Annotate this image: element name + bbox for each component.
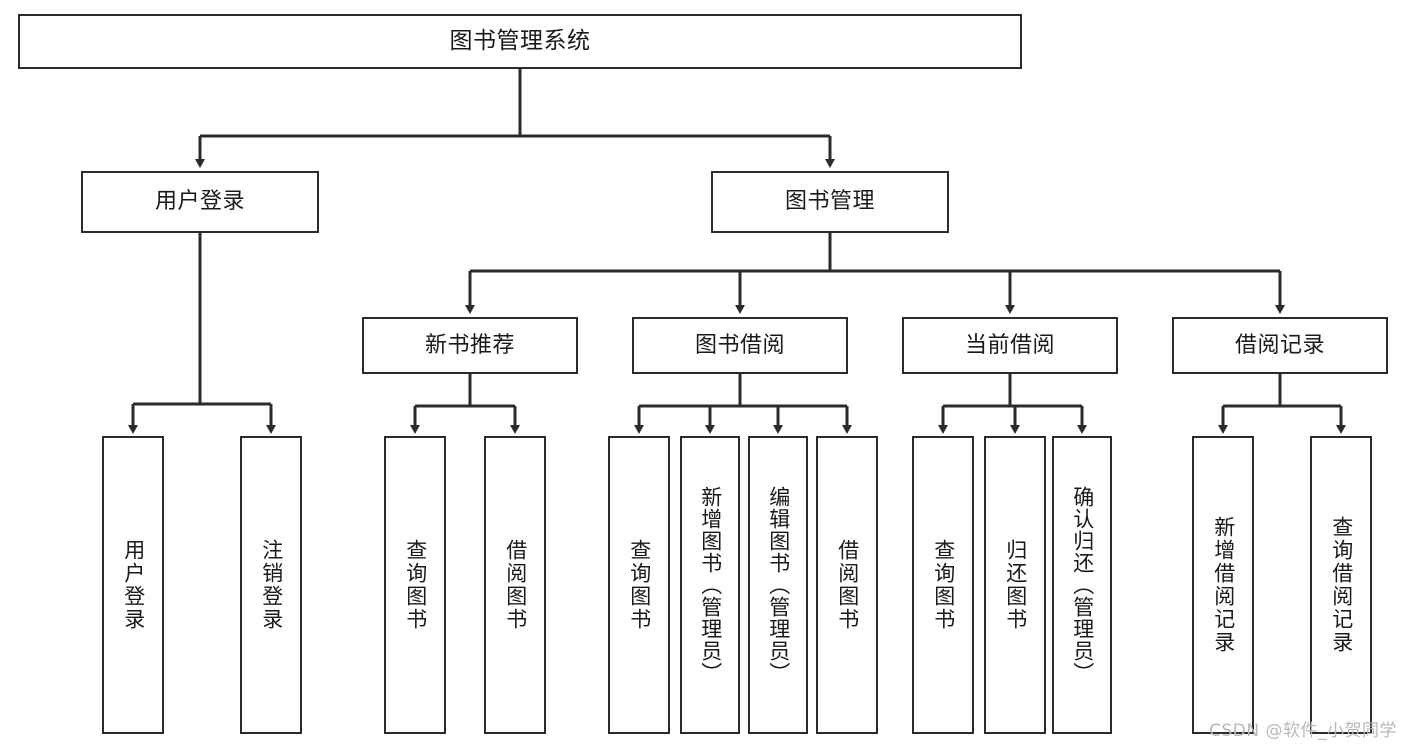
node-book-management-label: 图书管理 [784, 189, 875, 215]
node-root-book-management-system[interactable]: 图书管理系统 [18, 14, 1022, 69]
node-leaf-label: 查询图书 [403, 539, 428, 631]
node-user-login-label: 用户登录 [154, 189, 245, 215]
node-leaf-user-logout[interactable]: 注销登录 [240, 436, 302, 734]
node-book-borrowing-label: 图书借阅 [694, 332, 785, 358]
node-leaf-add-borrow-record[interactable]: 新增借阅记录 [1192, 436, 1254, 734]
node-current-borrowing-label: 当前借阅 [964, 332, 1055, 358]
node-leaf-cur-return-book[interactable]: 归还图书 [984, 436, 1046, 734]
node-leaf-label: 新增借阅记录 [1211, 516, 1236, 654]
node-leaf-label: 借阅图书 [503, 539, 528, 631]
node-leaf-brw-query-book[interactable]: 查询图书 [608, 436, 670, 734]
csdn-watermark: CSDN @软件_小贺同学 [1209, 721, 1397, 741]
node-leaf-rec-query-book[interactable]: 查询图书 [384, 436, 446, 734]
node-leaf-brw-borrow-book[interactable]: 借阅图书 [816, 436, 878, 734]
node-new-book-recommendation[interactable]: 新书推荐 [362, 317, 578, 374]
node-book-borrowing[interactable]: 图书借阅 [632, 317, 848, 374]
node-borrowing-records[interactable]: 借阅记录 [1172, 317, 1388, 374]
node-leaf-label: 归还图书 [1003, 539, 1028, 631]
node-leaf-label: 查询图书 [931, 539, 956, 631]
node-leaf-cur-query-book[interactable]: 查询图书 [912, 436, 974, 734]
node-leaf-label: 编辑图书（管理员） [766, 486, 791, 684]
node-leaf-label: 注销登录 [259, 539, 284, 631]
node-current-borrowing[interactable]: 当前借阅 [902, 317, 1118, 374]
node-user-login[interactable]: 用户登录 [81, 171, 319, 233]
node-leaf-query-borrow-record[interactable]: 查询借阅记录 [1310, 436, 1372, 734]
node-leaf-user-login-do[interactable]: 用户登录 [102, 436, 164, 734]
node-borrowing-records-label: 借阅记录 [1234, 332, 1325, 358]
node-leaf-label: 借阅图书 [835, 539, 860, 631]
node-leaf-brw-add-book-admin[interactable]: 新增图书（管理员） [680, 436, 740, 734]
node-root-label: 图书管理系统 [449, 28, 591, 55]
node-leaf-label: 查询借阅记录 [1329, 516, 1354, 654]
node-leaf-label: 用户登录 [121, 539, 146, 631]
node-leaf-label: 确认归还（管理员） [1070, 486, 1095, 684]
node-leaf-brw-edit-book-admin[interactable]: 编辑图书（管理员） [748, 436, 808, 734]
node-book-management[interactable]: 图书管理 [711, 171, 949, 233]
node-leaf-rec-borrow-book[interactable]: 借阅图书 [484, 436, 546, 734]
node-new-book-recommendation-label: 新书推荐 [424, 332, 515, 358]
node-leaf-cur-confirm-return-admin[interactable]: 确认归还（管理员） [1052, 436, 1112, 734]
node-leaf-label: 查询图书 [627, 539, 652, 631]
node-leaf-label: 新增图书（管理员） [698, 486, 723, 684]
